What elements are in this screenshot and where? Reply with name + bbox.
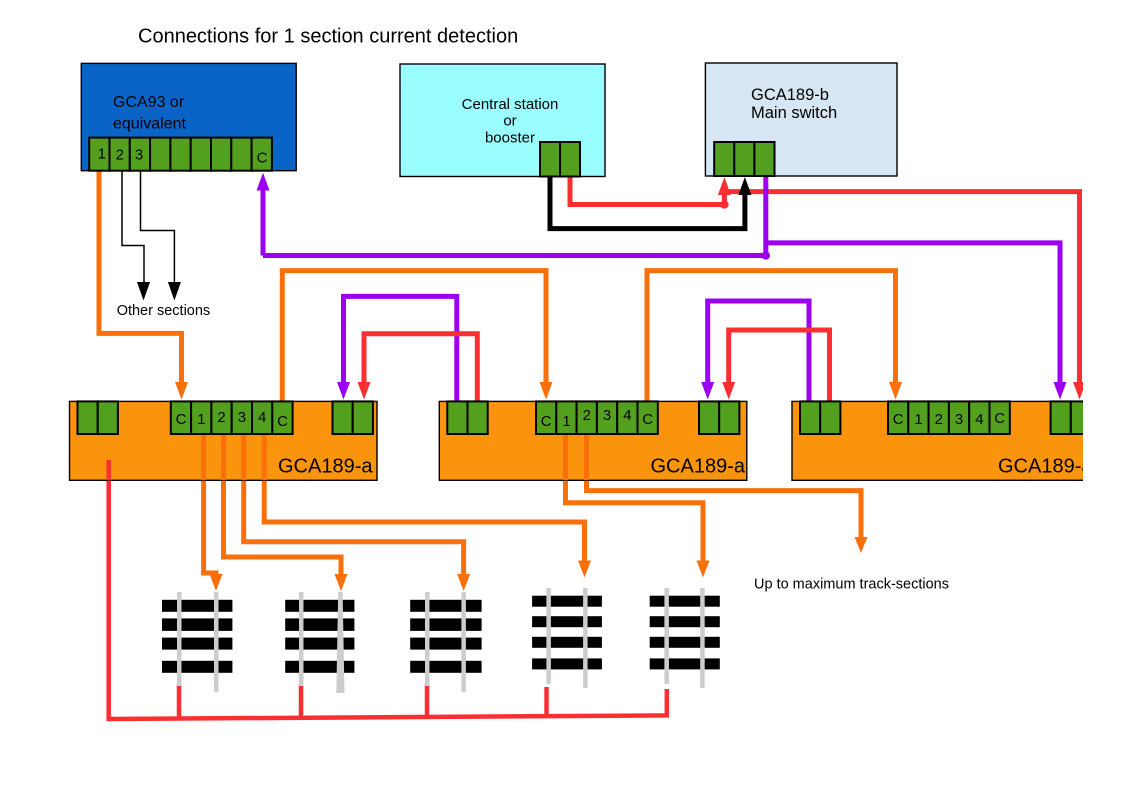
svg-text:GCA189-b: GCA189-b: [751, 86, 829, 104]
svg-text:C: C: [893, 411, 904, 428]
svg-text:Central station: Central station: [462, 96, 559, 113]
svg-text:2: 2: [935, 411, 943, 428]
svg-text:4: 4: [975, 411, 983, 428]
svg-text:4: 4: [258, 409, 266, 426]
svg-text:GCA189-a: GCA189-a: [278, 455, 373, 477]
svg-text:2: 2: [583, 407, 591, 424]
svg-text:3: 3: [955, 411, 963, 428]
svg-text:C: C: [257, 150, 268, 167]
svg-text:C: C: [176, 411, 187, 428]
svg-text:2: 2: [217, 409, 225, 426]
svg-text:3: 3: [135, 147, 143, 164]
svg-text:equivalent: equivalent: [113, 116, 187, 133]
svg-text:Main switch: Main switch: [751, 104, 837, 122]
svg-text:1: 1: [197, 411, 205, 428]
svg-text:GCA189-a: GCA189-a: [998, 456, 1093, 478]
svg-text:or: or: [503, 113, 516, 130]
svg-text:3: 3: [238, 409, 246, 426]
svg-text:Up to maximum track-sections: Up to maximum track-sections: [754, 577, 949, 593]
svg-text:1: 1: [562, 413, 570, 430]
svg-text:GCA93 or: GCA93 or: [113, 94, 185, 111]
svg-text:C: C: [277, 413, 288, 430]
svg-text:Connections for 1 section curr: Connections for 1 section current detect…: [138, 26, 518, 48]
svg-text:4: 4: [623, 407, 631, 424]
svg-text:C: C: [541, 413, 552, 430]
svg-text:C: C: [994, 410, 1005, 427]
svg-text:1: 1: [914, 411, 922, 428]
svg-text:2: 2: [116, 147, 124, 164]
svg-text:3: 3: [603, 407, 611, 424]
svg-text:1: 1: [98, 146, 106, 163]
svg-text:C: C: [642, 411, 653, 428]
svg-text:booster: booster: [485, 130, 535, 147]
svg-text:GCA189-a: GCA189-a: [651, 456, 746, 478]
svg-text:Other sections: Other sections: [117, 303, 211, 319]
